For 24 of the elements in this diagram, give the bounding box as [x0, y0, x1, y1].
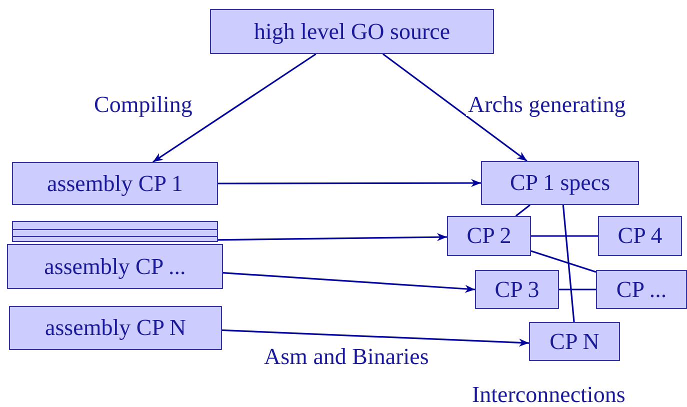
arrow	[218, 233, 447, 242]
process-box: CP 4	[598, 216, 682, 256]
stacked-boxes	[12, 221, 218, 242]
process-box: assembly CP ...	[7, 244, 223, 289]
process-box: CP ...	[596, 270, 687, 309]
edge-label: Archs generating	[466, 93, 628, 116]
process-box: assembly CP 1	[12, 162, 218, 205]
edge-label: Compiling	[92, 93, 194, 116]
process-box: assembly CP N	[9, 306, 222, 350]
connector-line	[515, 204, 530, 217]
connector-line	[530, 250, 596, 273]
process-box: CP 2	[447, 216, 531, 256]
process-box: CP 3	[475, 270, 559, 309]
arrow	[222, 329, 530, 347]
process-box: high level GO source	[210, 9, 494, 54]
connector-line	[562, 204, 575, 322]
arrow	[218, 179, 481, 188]
arrow	[152, 53, 316, 163]
process-box: CP 1 specs	[481, 161, 639, 205]
process-box: CP N	[529, 322, 620, 361]
arrow	[382, 53, 528, 162]
arrow	[222, 272, 476, 293]
connector-line	[559, 288, 596, 290]
connector-line	[531, 235, 598, 237]
